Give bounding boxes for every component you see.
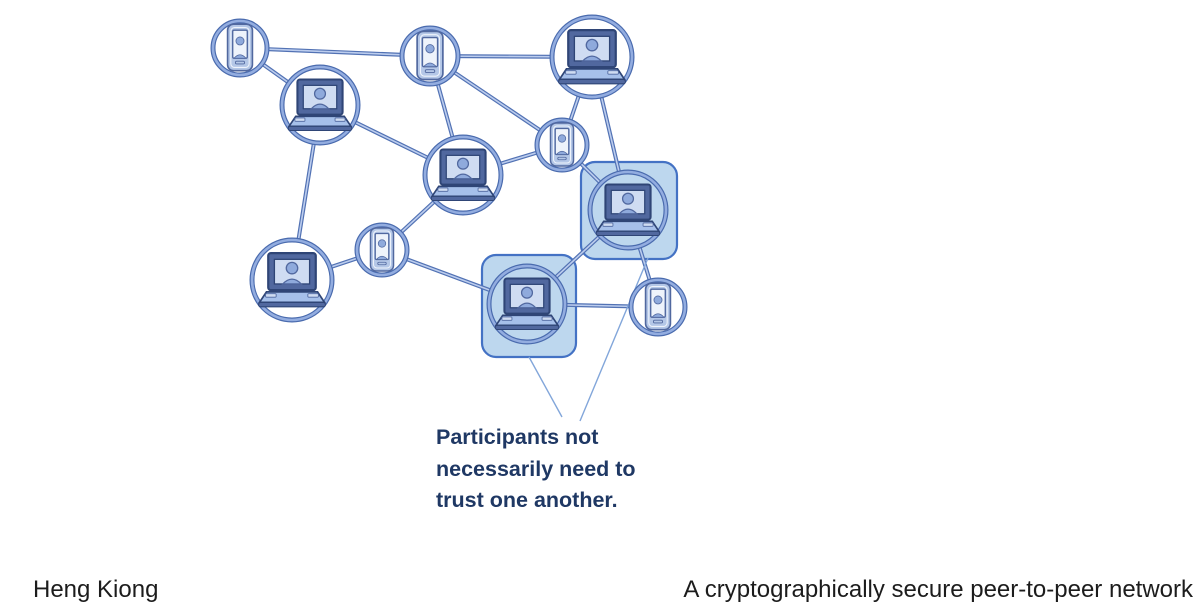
callout-line-3: trust one another.: [436, 488, 618, 512]
network-node-laptop: [486, 263, 568, 345]
network-node-phone: [399, 25, 461, 87]
laptop-icon: [494, 277, 560, 331]
network-node-phone: [210, 18, 270, 78]
footer-title: A cryptographically secure peer-to-peer …: [683, 576, 1193, 603]
laptop-icon: [595, 183, 661, 237]
network-edge-core: [239, 47, 431, 57]
callout-line: [528, 356, 563, 418]
callout-line: [579, 257, 649, 422]
network-node-phone: [628, 277, 688, 337]
phone-icon: [416, 30, 444, 81]
laptop-icon: [257, 252, 327, 308]
laptop-icon: [557, 29, 627, 85]
network-node-laptop: [279, 64, 361, 146]
network-node-laptop: [549, 14, 635, 100]
network-node-phone: [354, 222, 410, 278]
callout-text: Participants not necessarily need to tru…: [436, 422, 636, 517]
phone-icon: [549, 122, 575, 167]
callout-line-1: Participants not: [436, 425, 599, 449]
phone-icon: [226, 23, 254, 72]
laptop-icon: [287, 78, 353, 132]
callout-line-2: necessarily need to: [436, 456, 636, 481]
network-node-phone: [534, 117, 590, 173]
phone-icon: [369, 227, 395, 272]
laptop-icon: [430, 148, 496, 202]
network-node-laptop: [422, 134, 504, 216]
phone-icon: [644, 282, 672, 331]
network-node-laptop: [587, 169, 669, 251]
network-node-laptop: [249, 237, 335, 323]
footer-author: Heng Kiong: [33, 576, 159, 603]
